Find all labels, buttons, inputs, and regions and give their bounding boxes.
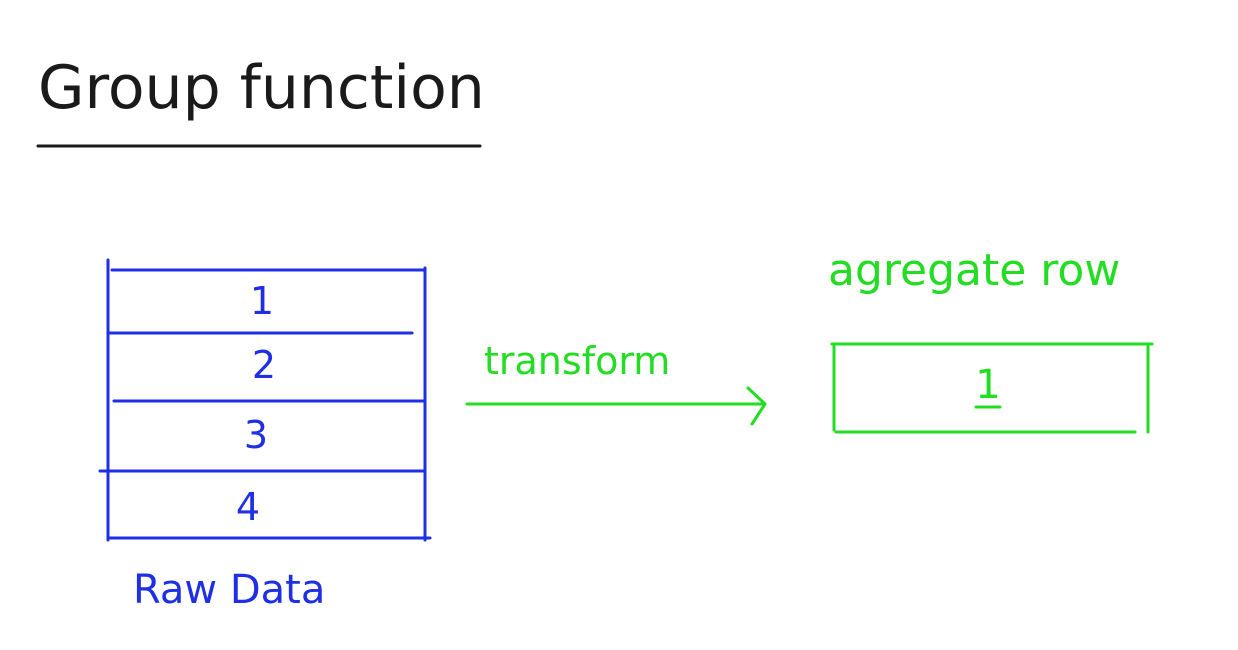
raw-row-label: 2 <box>252 343 276 387</box>
raw-row-label: 4 <box>236 485 260 529</box>
transform-arrow <box>465 386 767 426</box>
aggregate-caption: agregate row <box>828 245 1120 296</box>
title-group: Group function <box>36 53 485 148</box>
page-title: Group function <box>38 53 485 123</box>
raw-data-caption: Raw Data <box>133 567 325 613</box>
raw-data-table <box>98 258 432 542</box>
aggregate-row-label: 1 <box>975 362 1000 408</box>
aggregate-row-box <box>830 342 1154 434</box>
raw-row-label: 1 <box>250 279 274 323</box>
raw-row-label: 3 <box>244 413 268 457</box>
arrow-head-icon <box>746 386 767 426</box>
raw-data-row-labels: 1 2 3 4 <box>236 279 276 529</box>
arrow-label: transform <box>484 339 670 383</box>
